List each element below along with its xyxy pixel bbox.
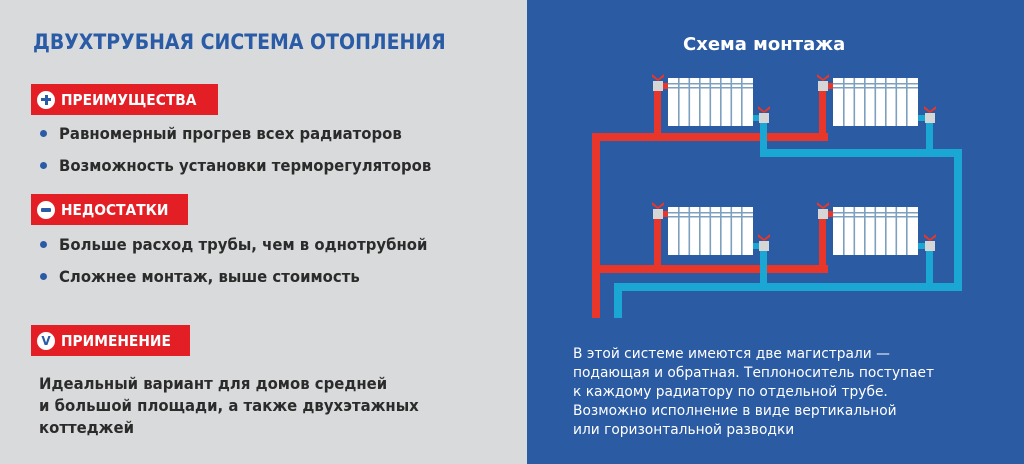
usage-badge: V ПРИМЕНЕНИЕ [31, 325, 191, 356]
usage-label: ПРИМЕНЕНИЕ [61, 331, 171, 350]
scheme-title: Схема монтажа [683, 34, 846, 55]
bullet-dot-icon [40, 130, 47, 137]
advantages-badge: ПРЕИМУЩЕСТВА [31, 84, 219, 115]
page-title: ДВУХТРУБНАЯ СИСТЕМА ОТОПЛЕНИЯ [33, 30, 446, 54]
advantage-item: Возможность установки терморегуляторов [40, 156, 459, 175]
plus-circle-icon [37, 90, 55, 109]
advantage-item: Равномерный прогрев всех радиаторов [40, 124, 428, 143]
disadvantages-badge: НЕДОСТАТКИ [31, 194, 188, 225]
check-circle-icon: V [37, 331, 55, 350]
disadvantage-item: Больше расход трубы, чем в однотрубной [40, 235, 455, 254]
disadvantage-item: Сложнее монтаж, выше стоимость [40, 267, 382, 286]
advantages-label: ПРЕИМУЩЕСТВА [61, 90, 197, 109]
scheme-description: В этой системе имеются две магистрали — … [573, 346, 935, 438]
return-pipes [614, 115, 962, 318]
bullet-dot-icon [40, 241, 47, 248]
bullet-dot-icon [40, 162, 47, 169]
minus-circle-icon [37, 200, 55, 219]
left-panel [0, 0, 527, 464]
right-panel [527, 0, 1024, 464]
bullet-dot-icon [40, 273, 47, 280]
disadvantages-label: НЕДОСТАТКИ [61, 200, 169, 219]
usage-text: Идеальный вариант для домов средней и бо… [39, 374, 419, 437]
